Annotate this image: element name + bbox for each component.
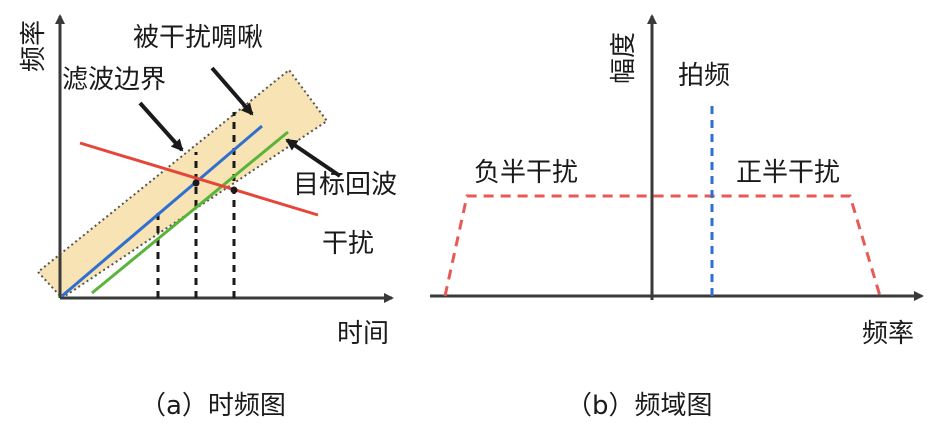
panel-a-time-frequency: 频率 时间 被干扰啁啾 滤波边界 目标回波 干扰 （a）时频图 <box>19 14 397 421</box>
arrow-to-boundary <box>138 101 184 152</box>
panel-a-y-axis-label: 频率 <box>19 20 49 72</box>
target-echo-line <box>91 130 289 295</box>
filter-band <box>36 68 329 300</box>
negative-half-label: 负半干扰 <box>474 158 578 188</box>
jammed-chirp-label: 被干扰啁啾 <box>133 23 263 53</box>
panel-b-x-axis-label: 频率 <box>862 319 914 349</box>
positive-half-label: 正半干扰 <box>736 158 840 188</box>
panel-a-caption: （a）时频图 <box>140 391 286 421</box>
beat-frequency-label: 拍频 <box>678 61 730 91</box>
arrow-to-chirp <box>210 66 254 116</box>
target-echo-label: 目标回波 <box>293 170 397 200</box>
interference-label: 干扰 <box>322 229 374 259</box>
panel-b-y-axis-label: 幅度 <box>609 32 639 84</box>
jammed-chirp-line <box>61 124 263 298</box>
panel-b-frequency-domain: 幅度 频率 拍频 负半干扰 正半干扰 （b）频域图 <box>430 14 924 421</box>
panel-a-x-axis-label: 时间 <box>337 319 389 349</box>
filter-boundary-label: 滤波边界 <box>62 65 166 95</box>
intersection-dot-2 <box>230 186 238 194</box>
interference-spectrum <box>443 194 882 297</box>
panel-b-caption: （b）频域图 <box>566 391 713 421</box>
arrow-to-echo <box>285 138 342 178</box>
intersection-dot-1 <box>192 179 200 187</box>
interference-line <box>79 141 319 217</box>
